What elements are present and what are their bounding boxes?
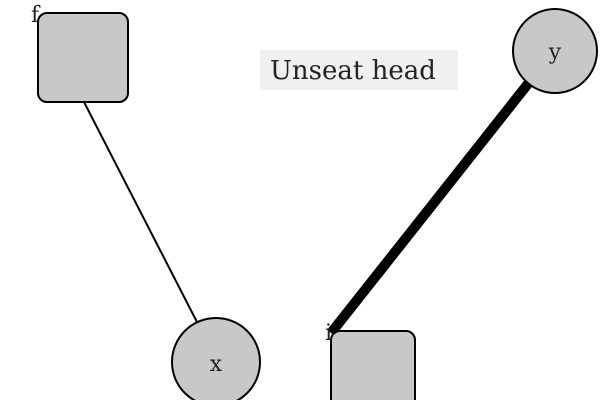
node-i-shape [330,330,416,400]
node-x-shape [171,317,261,400]
node-f-label: f [31,3,41,28]
node-x-label: x [210,352,223,377]
node-y-label: y [548,40,562,65]
node-y[interactable]: y [512,8,598,94]
edge-f-to-x [83,101,199,325]
caption-background [260,50,458,90]
caption-text: Unseat head [270,56,436,86]
node-f-shape [37,12,129,103]
node-i-label: i [325,321,332,346]
caption: Unseat head [260,50,458,90]
node-y-shape [512,8,598,94]
node-x[interactable]: x [171,317,261,400]
node-f[interactable]: f [31,3,129,103]
edge-y-to-i [327,76,535,337]
node-i[interactable]: i [325,321,416,400]
